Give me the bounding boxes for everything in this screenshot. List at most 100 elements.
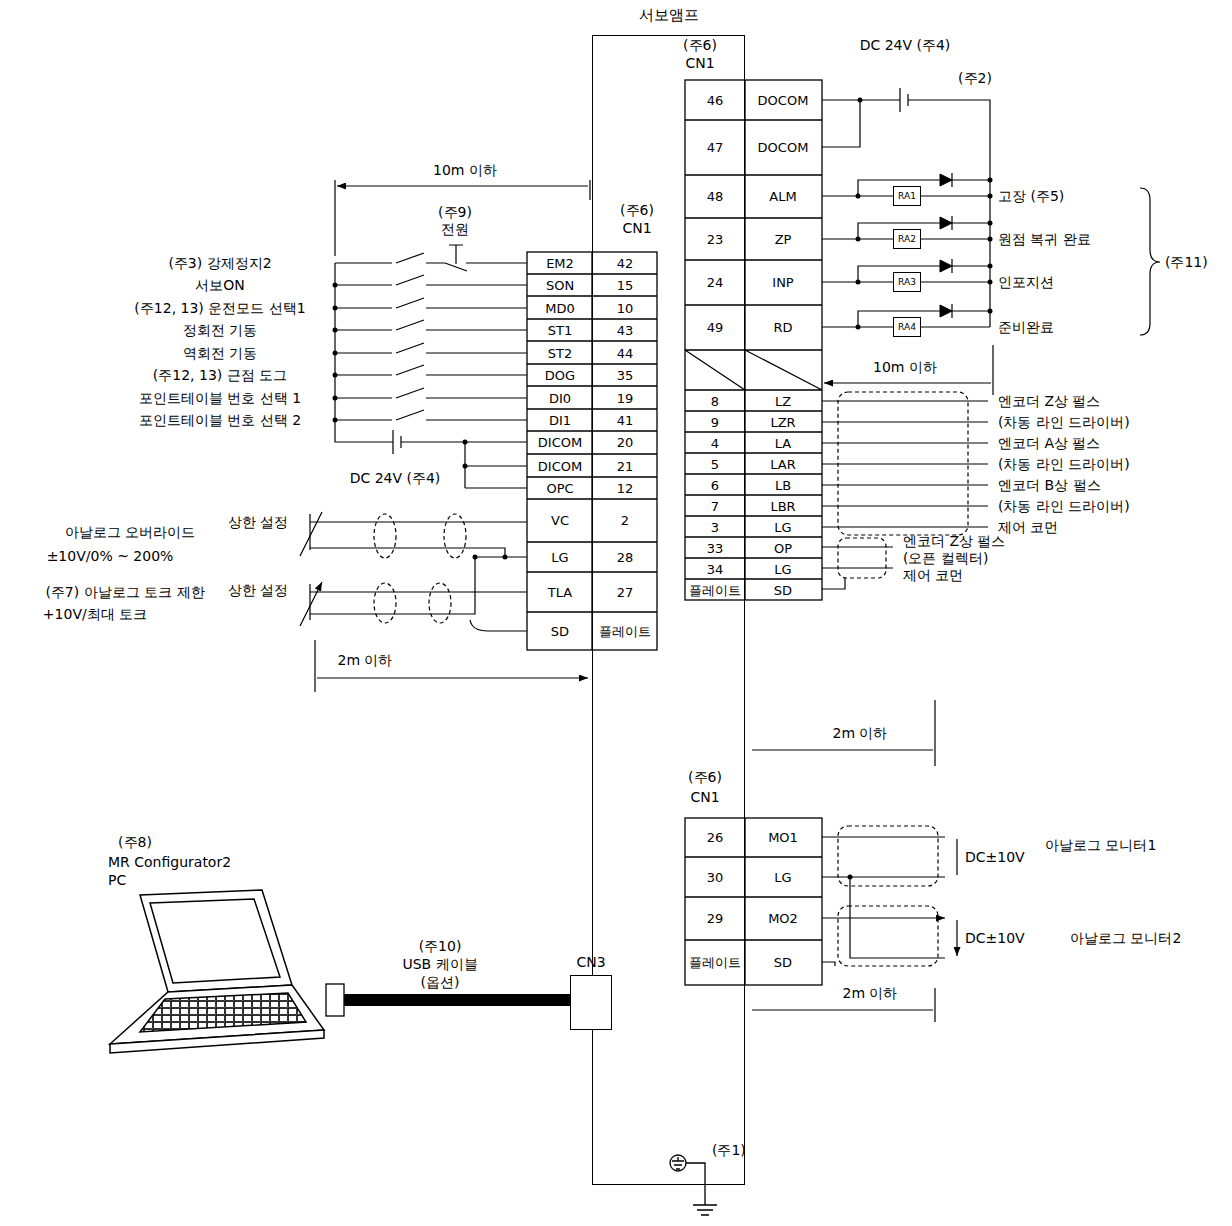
annotation: MR Configurator2 [108, 855, 231, 869]
annotation: 상한 설정 [228, 515, 288, 529]
annotation: 역회전 기동 [183, 346, 257, 360]
pin-label: 10 [617, 302, 634, 315]
annotation: (차동 라인 드라이버) [998, 499, 1130, 513]
annotation: (주6) [620, 203, 654, 217]
pin-label: 플레이트 [689, 956, 741, 969]
annotation: (주10) [419, 939, 462, 953]
pin-label: RD [773, 321, 792, 334]
annotation: (주9) [438, 205, 472, 219]
junction-dots [333, 98, 993, 880]
annotation: (주6) [683, 38, 717, 52]
annotation: (오픈 컬렉터) [903, 551, 988, 565]
pin-label: DICOM [538, 460, 582, 473]
annotation: CN1 [690, 790, 719, 804]
pin-label: 26 [707, 831, 724, 844]
pin-label: 29 [707, 912, 724, 925]
pin-label: 15 [617, 279, 634, 292]
annotation: 제어 코먼 [998, 520, 1058, 534]
pin-label: 43 [617, 324, 634, 337]
pin-label: LG [774, 871, 791, 884]
pin-label: 46 [707, 94, 724, 107]
pin-label: DOCOM [758, 94, 809, 107]
pin-label: 8 [711, 395, 719, 408]
pin-label: 35 [617, 369, 634, 382]
annotation: 10m 이하 [873, 360, 937, 374]
pin-label: 19 [617, 392, 634, 405]
relay-label: RA4 [898, 323, 916, 332]
pin-label: DI0 [549, 392, 571, 405]
annotation: 정회전 기동 [183, 323, 257, 337]
pin-label: ST1 [548, 324, 572, 337]
pin-label: EM2 [546, 257, 574, 270]
annotation: DC 24V (주4) [350, 471, 441, 485]
pin-label: LBR [770, 500, 795, 513]
pin-label: ZP [775, 233, 792, 246]
pin-label: 플레이트 [599, 625, 651, 638]
pin-label: TLA [548, 586, 572, 599]
annotation: 2m 이하 [338, 653, 393, 667]
pin-label: LG [774, 521, 791, 534]
annotation: DC±10V [965, 850, 1025, 864]
pin-label: LA [775, 437, 791, 450]
pin-label: 4 [711, 437, 719, 450]
annotation: 엔코더 A상 펄스 [998, 436, 1100, 450]
pin-label: SD [551, 625, 569, 638]
pin-label: DOCOM [758, 141, 809, 154]
annotation: PC [108, 873, 126, 887]
pin-label: DICOM [538, 436, 582, 449]
annotation: DC±10V [965, 931, 1025, 945]
pin-label: ALM [769, 190, 796, 203]
pin-label: LB [775, 479, 791, 492]
annotation: 엔코더 Z상 펄스 [998, 394, 1101, 408]
pin-label: 42 [617, 257, 634, 270]
pin-label: OPC [546, 482, 573, 495]
relay-label: RA3 [898, 278, 916, 287]
output-wiring [752, 88, 1160, 1022]
laptop-illustration [110, 890, 324, 1053]
pin-label: 3 [711, 521, 719, 534]
connector-box: CN3 [570, 975, 612, 1030]
relay-box: RA1 [893, 186, 921, 206]
pin-tables [527, 80, 822, 985]
annotation: (주1) [712, 1143, 746, 1157]
annotation: (주3) 강제정지2 [168, 256, 271, 270]
annotation: 엔코더 Z상 펄스 [903, 534, 1006, 548]
relay-label: RA2 [898, 235, 916, 244]
pin-label: LG [774, 563, 791, 576]
annotation: 제어 코먼 [903, 568, 963, 582]
annotation: 아날로그 모니터2 [1070, 931, 1181, 945]
pin-label: MO2 [768, 912, 798, 925]
pin-label: LAR [770, 458, 795, 471]
box-heading: CN3 [576, 955, 605, 969]
annotation: (주11) [1165, 255, 1208, 269]
annotation: (차동 라인 드라이버) [998, 415, 1130, 429]
input-wiring [300, 180, 590, 692]
relay-box: RA4 [893, 317, 921, 337]
annotation: (주6) [688, 770, 722, 784]
annotation: CN1 [685, 56, 714, 70]
pin-label: 49 [707, 321, 724, 334]
annotation: 아날로그 모니터1 [1045, 838, 1156, 852]
annotation: 2m 이하 [843, 986, 898, 1000]
pin-label: 7 [711, 500, 719, 513]
pin-label: 30 [707, 871, 724, 884]
annotation: (주2) [958, 71, 992, 85]
pin-label: 9 [711, 416, 719, 429]
pin-label: 33 [707, 542, 724, 555]
annotation: 원점 복귀 완료 [998, 232, 1091, 246]
annotation: 아날로그 오버라이드 [65, 525, 195, 539]
annotation: 서보ON [195, 278, 245, 292]
pin-label: 48 [707, 190, 724, 203]
annotation: 고장 (주5) [998, 189, 1064, 203]
pin-label: LG [551, 551, 568, 564]
box-heading: 서보앰프 [639, 8, 699, 23]
annotation: USB 케이블 [402, 957, 477, 971]
annotation: 전원 [441, 222, 469, 236]
pin-label: 12 [617, 482, 634, 495]
pin-label: 20 [617, 436, 634, 449]
annotation: 상한 설정 [228, 583, 288, 597]
annotation: 포인트테이블 번호 선택 2 [139, 413, 301, 427]
annotation: 준비완료 [998, 320, 1054, 334]
